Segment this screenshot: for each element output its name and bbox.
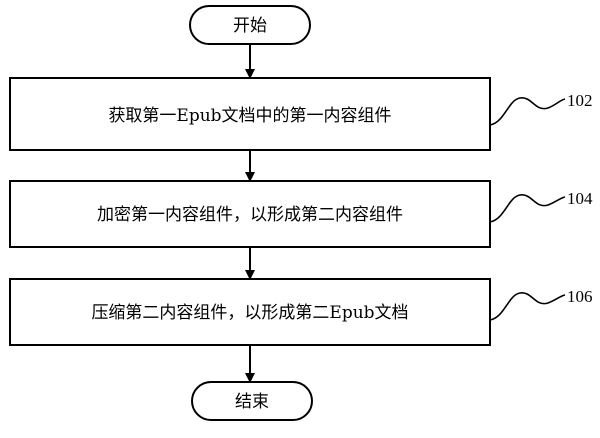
- process-step-104: 加密第一内容组件，以形成第二内容组件: [9, 180, 491, 248]
- leader-line-106: [489, 292, 566, 321]
- leader-line-102: [489, 97, 566, 126]
- step-102-label: 获取第一Epub文档中的第一内容组件: [108, 106, 391, 126]
- step-102-id: 102: [567, 91, 593, 110]
- start-label: 开始: [233, 16, 267, 36]
- step-104-id: 104: [567, 189, 593, 208]
- step-106-id: 106: [567, 287, 593, 306]
- step-106-label: 压缩第二内容组件，以形成第二Epub文档: [91, 303, 408, 323]
- process-step-106: 压缩第二内容组件，以形成第二Epub文档: [9, 278, 491, 346]
- process-step-102: 获取第一Epub文档中的第一内容组件: [9, 77, 491, 151]
- end-label: 结束: [235, 392, 269, 412]
- end-node: 结束: [191, 381, 313, 421]
- start-node: 开始: [189, 5, 311, 45]
- step-104-label: 加密第一内容组件，以形成第二内容组件: [97, 205, 403, 225]
- leader-line-104: [489, 194, 566, 223]
